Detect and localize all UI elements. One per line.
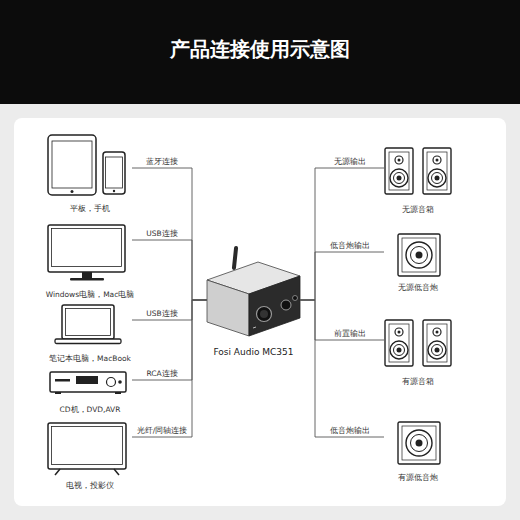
connection-label: 无源输出: [333, 157, 367, 166]
active-speakers-icon: [385, 320, 451, 366]
device-caption: 平板，手机: [44, 204, 136, 213]
active-subwoofer-icon: [398, 422, 440, 464]
device-caption: CD机，DVD,AVR: [44, 405, 136, 414]
connection-label: 低音炮输出: [329, 241, 371, 250]
source-device-node: Windows电脑，Mac电脑: [44, 222, 136, 299]
connection-line: [300, 168, 384, 300]
page-title: 产品连接使用示意图: [0, 36, 520, 63]
connection-line: [300, 300, 384, 340]
device-caption: 无源音箱: [380, 205, 456, 214]
amplifier-illustration: [207, 246, 300, 336]
device-caption: 有源音箱: [380, 377, 456, 386]
speaker-node: 无源音箱: [380, 146, 456, 214]
device-caption: 电视，投影仪: [44, 481, 136, 490]
passive-subwoofer-icon: [398, 234, 440, 276]
source-device-node: CD机，DVD,AVR: [44, 369, 136, 414]
connection-label: USB连接: [145, 309, 178, 318]
source-device-node: 笔记本电脑，MacBook: [44, 302, 136, 363]
device-caption: 笔记本电脑，MacBook: [44, 354, 136, 363]
connection-line: [132, 240, 207, 300]
speaker-node: 有源低音炮: [380, 420, 456, 482]
connection-label: 低音炮输出: [329, 426, 371, 435]
device-caption: Windows电脑，Mac电脑: [44, 290, 136, 299]
connection-label: 蓝牙连接: [145, 157, 179, 166]
connection-label: USB连接: [145, 229, 178, 238]
connection-line: [132, 300, 207, 380]
source-device-node: 平板，手机: [44, 132, 136, 213]
connection-line: [132, 168, 207, 300]
connection-line: [300, 252, 384, 300]
tablet-phone-icon: [48, 135, 125, 195]
laptop-icon: [55, 305, 121, 344]
connection-line: [132, 300, 207, 437]
connection-line: [132, 300, 207, 320]
device-caption: 有源低音炮: [380, 473, 456, 482]
device-caption: 无源低音炮: [380, 283, 456, 292]
amplifier-node: Fosi Audio MC351: [205, 244, 302, 358]
connection-line: [300, 300, 384, 437]
connection-label: RCA连接: [145, 369, 178, 378]
source-device-node: 电视，投影仪: [44, 420, 136, 490]
connection-label: 光纤/同轴连接: [136, 426, 189, 435]
connection-label: 前置输出: [333, 329, 367, 338]
passive-speakers-icon: [385, 148, 451, 194]
speaker-node: 有源音箱: [380, 318, 456, 386]
tv-icon: [48, 423, 126, 475]
device-caption: Fosi Audio MC351: [205, 347, 302, 358]
speaker-node: 无源低音炮: [380, 232, 456, 292]
monitor-icon: [48, 225, 125, 281]
cd-player-icon: [50, 372, 126, 394]
